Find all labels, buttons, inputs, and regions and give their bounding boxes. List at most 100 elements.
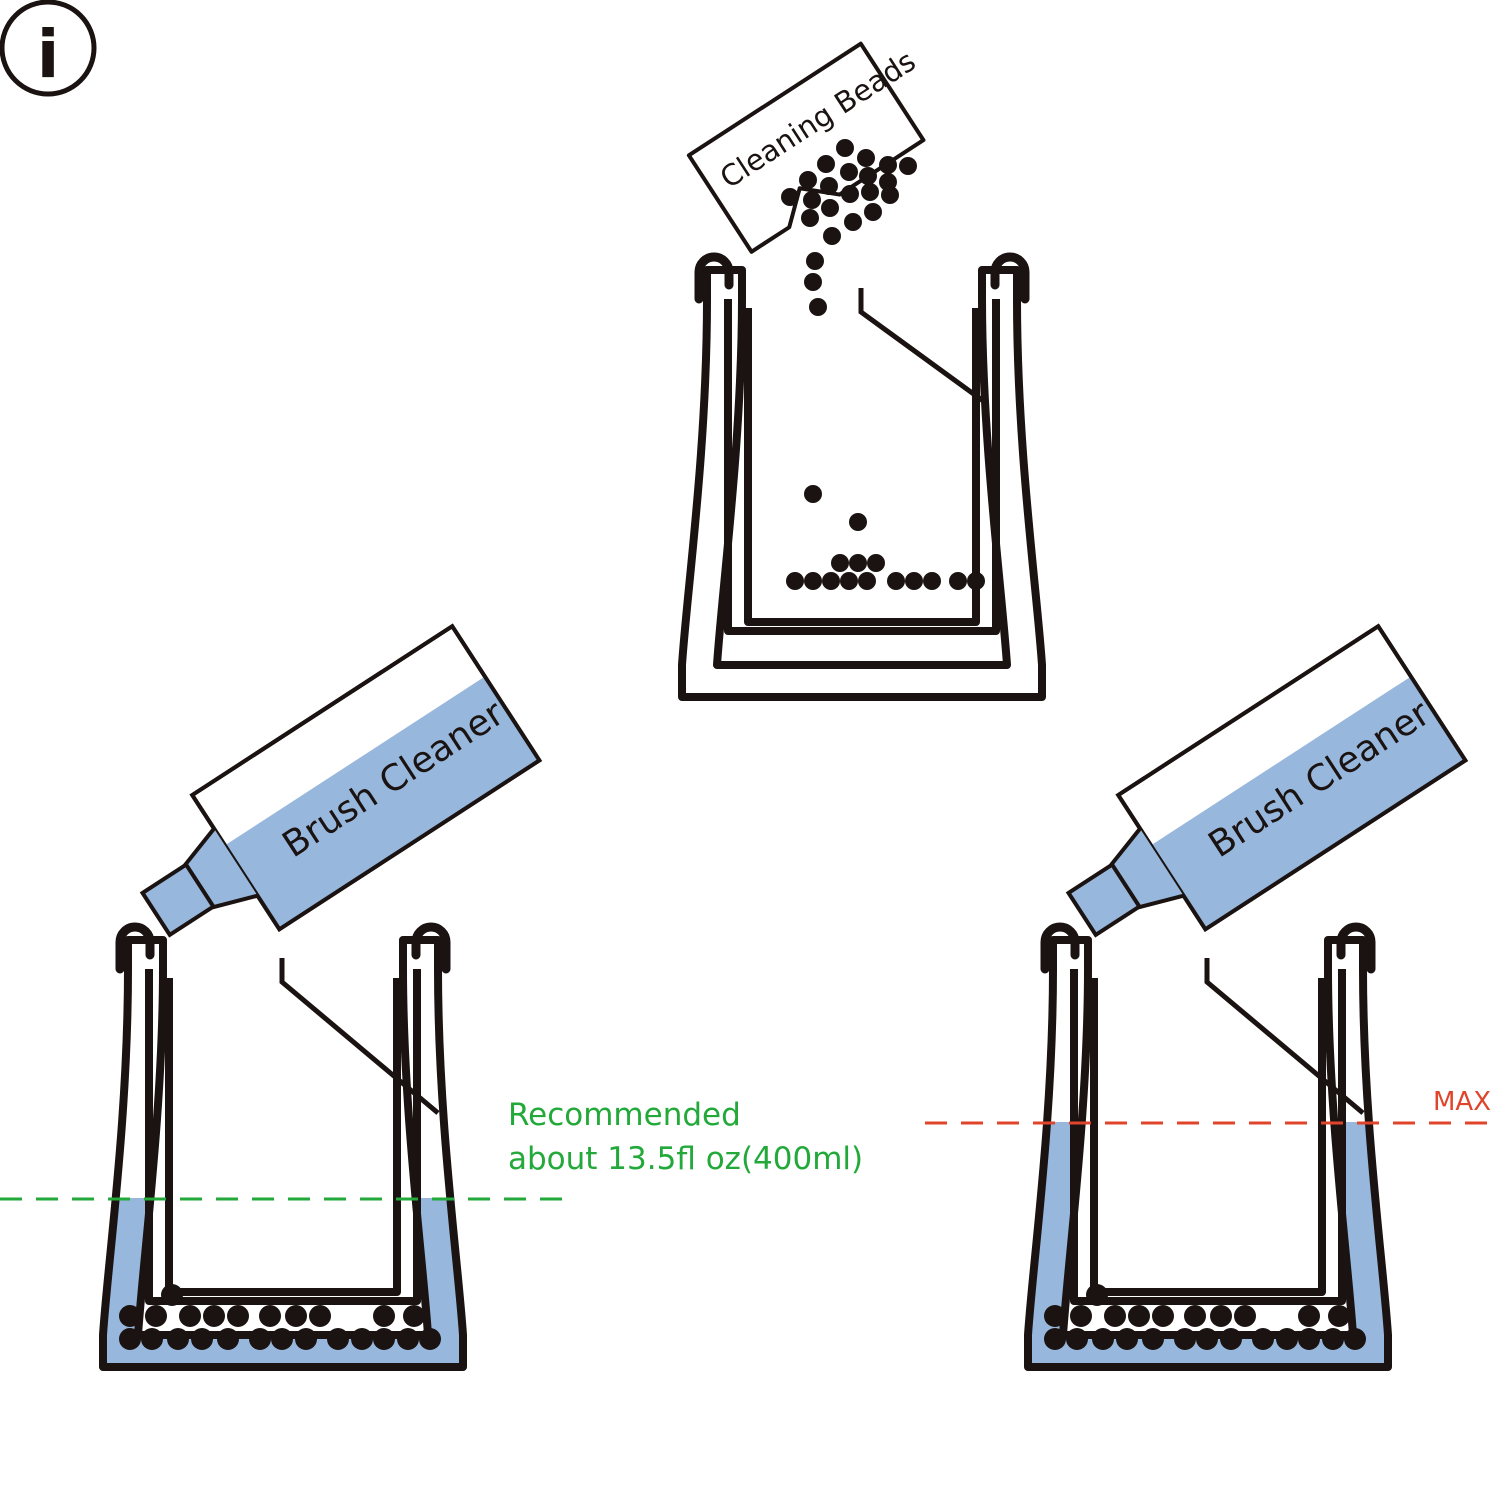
bead [859,167,877,185]
bead [967,572,985,590]
bead [864,203,882,221]
bead [1116,1328,1138,1350]
bead [879,156,897,174]
bead [1128,1305,1150,1327]
bead [949,572,967,590]
bead [1220,1328,1242,1350]
bead [373,1305,395,1327]
bead [217,1328,239,1350]
bead [1196,1328,1218,1350]
cleaning-beads-bag: Cleaning Beads [686,41,926,254]
bead [1344,1328,1366,1350]
bead [831,554,849,572]
bead [119,1305,141,1327]
bag-beads [781,139,917,245]
bead [1092,1328,1114,1350]
bead [923,572,941,590]
beads-left-container [119,1284,441,1350]
bead [899,157,917,175]
bead [1070,1305,1092,1327]
bead [167,1328,189,1350]
bead [259,1305,281,1327]
recommended-amount: about 13.5fl oz(400ml) [508,1141,863,1177]
recommended-label: Recommended [508,1097,741,1133]
bead [1328,1305,1350,1327]
bead [1152,1305,1174,1327]
bead [804,572,822,590]
bead [821,199,839,217]
bead [867,554,885,572]
bead [1322,1328,1344,1350]
bead [1086,1284,1108,1306]
bead [820,177,838,195]
bead [351,1328,373,1350]
bead [1044,1328,1066,1350]
bead [1142,1328,1164,1350]
bead [786,572,804,590]
step-add-beads: Cleaning Beads [682,41,1042,697]
bead [119,1328,141,1350]
bead [803,191,821,209]
falling-beads [804,252,867,531]
bead [1210,1305,1232,1327]
basket-handle [279,958,440,1115]
bead [1276,1328,1298,1350]
bead [179,1305,201,1327]
bead [1184,1305,1206,1327]
bead [1234,1305,1256,1327]
bead [1298,1328,1320,1350]
bead [887,572,905,590]
bead [841,185,859,203]
info-glyph: i [37,16,60,93]
bead [1044,1305,1066,1327]
bead [419,1328,441,1350]
step-max-fill: Brush Cleaner MAX [925,623,1500,1367]
bead [327,1328,349,1350]
bead [249,1328,271,1350]
bead [1104,1305,1126,1327]
bead [840,572,858,590]
bead [840,163,858,181]
bead [145,1305,167,1327]
brush-cleaner-bottle-right: Brush Cleaner [1065,623,1469,938]
recommended-container [103,927,463,1367]
bead [801,209,819,227]
bead [849,554,867,572]
bead [799,171,817,189]
bead [857,149,875,167]
bead [1298,1305,1320,1327]
bead [141,1328,163,1350]
info-icon: i [0,0,97,97]
bead [1174,1328,1196,1350]
bead [373,1328,395,1350]
basket-handle [858,288,988,406]
bead [905,572,923,590]
max-label: MAX [1433,1087,1491,1117]
bead [309,1305,331,1327]
bead [161,1284,183,1306]
brush-cleaner-bottle-left: Brush Cleaner [139,623,543,938]
bead [271,1328,293,1350]
bead [285,1305,307,1327]
bead [817,155,835,173]
bead [203,1305,225,1327]
bead [397,1328,419,1350]
bead [403,1305,425,1327]
beads-right-container [1044,1284,1366,1350]
bead [822,572,840,590]
bead [1066,1328,1088,1350]
bead [781,188,799,206]
settled-beads [786,554,985,590]
bead [858,572,876,590]
bead [823,227,841,245]
bead [836,139,854,157]
bead [844,213,862,231]
step-recommended-fill: Brush Cleaner Recommended about 13.5fl o… [0,623,863,1367]
bead [295,1328,317,1350]
bead [881,186,899,204]
bead [227,1305,249,1327]
bead [191,1328,213,1350]
bead [861,183,879,201]
